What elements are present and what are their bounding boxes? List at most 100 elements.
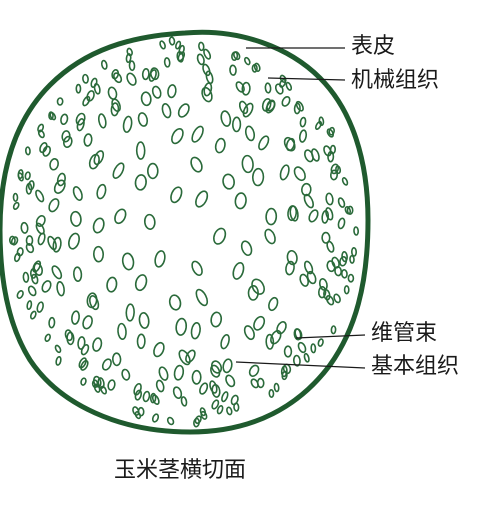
vascular-bundle	[56, 280, 65, 297]
vascular-bundle	[83, 133, 93, 147]
label-mechanical-tissue: 机械组织	[351, 68, 440, 93]
vascular-bundle	[268, 389, 275, 398]
vascular-bundle	[172, 386, 183, 400]
vascular-bundle	[229, 64, 237, 76]
vascular-bundle	[126, 72, 137, 86]
vascular-bundle	[276, 321, 287, 335]
vascular-bundle	[211, 399, 220, 410]
label-leader-lines	[235, 47, 366, 369]
vascular-bundle	[213, 227, 227, 245]
vascular-bundle	[325, 192, 334, 206]
vascular-bundle	[195, 288, 209, 307]
vascular-bundle	[340, 269, 348, 279]
vascular-bundle	[35, 189, 45, 203]
vascular-bundle	[96, 183, 107, 200]
vascular-bundle	[210, 364, 221, 378]
vascular-bundle	[343, 285, 350, 295]
vascular-bundle	[347, 273, 355, 283]
vascular-bundle	[258, 135, 270, 151]
vascular-bundle	[176, 50, 184, 63]
vascular-bundle	[114, 208, 127, 225]
vascular-bundle	[31, 273, 39, 285]
vascular-bundle	[231, 51, 239, 61]
vascular-bundle	[25, 235, 34, 246]
vascular-bundle	[148, 69, 157, 82]
vascular-bundle	[297, 341, 307, 354]
vascular-bundle	[121, 252, 135, 271]
vascular-bundle	[125, 303, 135, 322]
vascular-bundle	[346, 205, 354, 215]
vascular-bundle	[247, 285, 259, 301]
vascular-bundle	[72, 266, 83, 282]
vascular-bundle	[196, 53, 205, 66]
vascular-bundle	[173, 364, 185, 381]
diagram-caption: 玉米茎横切面	[114, 458, 247, 483]
leader-ground-tissue	[235, 361, 366, 369]
vascular-bundle	[200, 410, 208, 420]
vascular-bundle	[248, 364, 260, 377]
vascular-bundle	[155, 379, 165, 393]
vascular-bundle	[47, 235, 57, 251]
vascular-bundle	[27, 285, 37, 297]
vascular-bundle	[293, 102, 301, 115]
vascular-bundle	[220, 110, 232, 127]
vascular-bundle	[41, 280, 52, 293]
vascular-bundle	[325, 294, 335, 306]
vascular-bundle	[16, 290, 24, 299]
vascular-bundle	[198, 41, 205, 52]
label-epidermis: 表皮	[351, 34, 396, 59]
vascular-bundle	[318, 116, 325, 126]
vascular-bundle	[341, 177, 349, 186]
vascular-bundle	[140, 91, 152, 107]
vascular-bundle	[80, 377, 87, 386]
vascular-bundle	[216, 405, 224, 415]
vascular-bundles	[8, 36, 360, 428]
vascular-bundle	[138, 312, 150, 329]
vascular-bundle	[331, 256, 340, 269]
vascular-bundle	[75, 83, 82, 94]
vascular-bundle	[337, 217, 346, 230]
vascular-bundle	[49, 158, 59, 171]
vascular-bundle	[326, 128, 335, 138]
vascular-bundle	[26, 300, 33, 311]
vascular-bundle	[289, 205, 299, 222]
vascular-bundle	[210, 311, 223, 328]
vascular-bundle	[201, 86, 213, 103]
vascular-bundle	[279, 78, 287, 88]
vascular-bundle	[161, 103, 172, 119]
vascular-bundle	[293, 166, 306, 182]
vascular-bundle	[310, 343, 317, 354]
vascular-bundle	[68, 232, 80, 250]
vascular-bundle	[214, 137, 226, 154]
vascular-bundle	[168, 36, 176, 46]
epidermis-outline	[0, 29, 371, 435]
vascular-bundle	[51, 265, 63, 280]
vascular-bundle	[317, 338, 324, 347]
vascular-bundle	[27, 180, 35, 191]
vascular-bundle	[37, 129, 45, 139]
vascular-bundle	[106, 276, 118, 293]
vascular-bundle	[62, 135, 73, 149]
vascular-bundle	[71, 310, 80, 325]
vascular-bundle	[86, 90, 95, 102]
vascular-bundle	[353, 226, 360, 236]
vascular-bundle	[56, 172, 66, 187]
vascular-bundle	[191, 369, 202, 385]
vascular-bundle	[300, 182, 312, 197]
vascular-bundle	[253, 315, 266, 331]
vascular-bundle	[90, 77, 98, 88]
vascular-bundle	[147, 162, 159, 180]
vascular-bundle	[113, 72, 123, 84]
vascular-bundle	[350, 247, 358, 257]
vascular-bundle	[97, 377, 105, 389]
vascular-bundle	[135, 141, 146, 160]
vascular-bundle	[141, 68, 150, 81]
vascular-bundle	[111, 352, 122, 367]
vascular-bundle	[250, 378, 259, 389]
vascular-bundle	[195, 190, 209, 208]
vascular-bundle	[283, 345, 293, 358]
vascular-bundle	[190, 156, 203, 173]
vascular-bundle	[8, 235, 16, 245]
vascular-bundle	[86, 292, 98, 309]
